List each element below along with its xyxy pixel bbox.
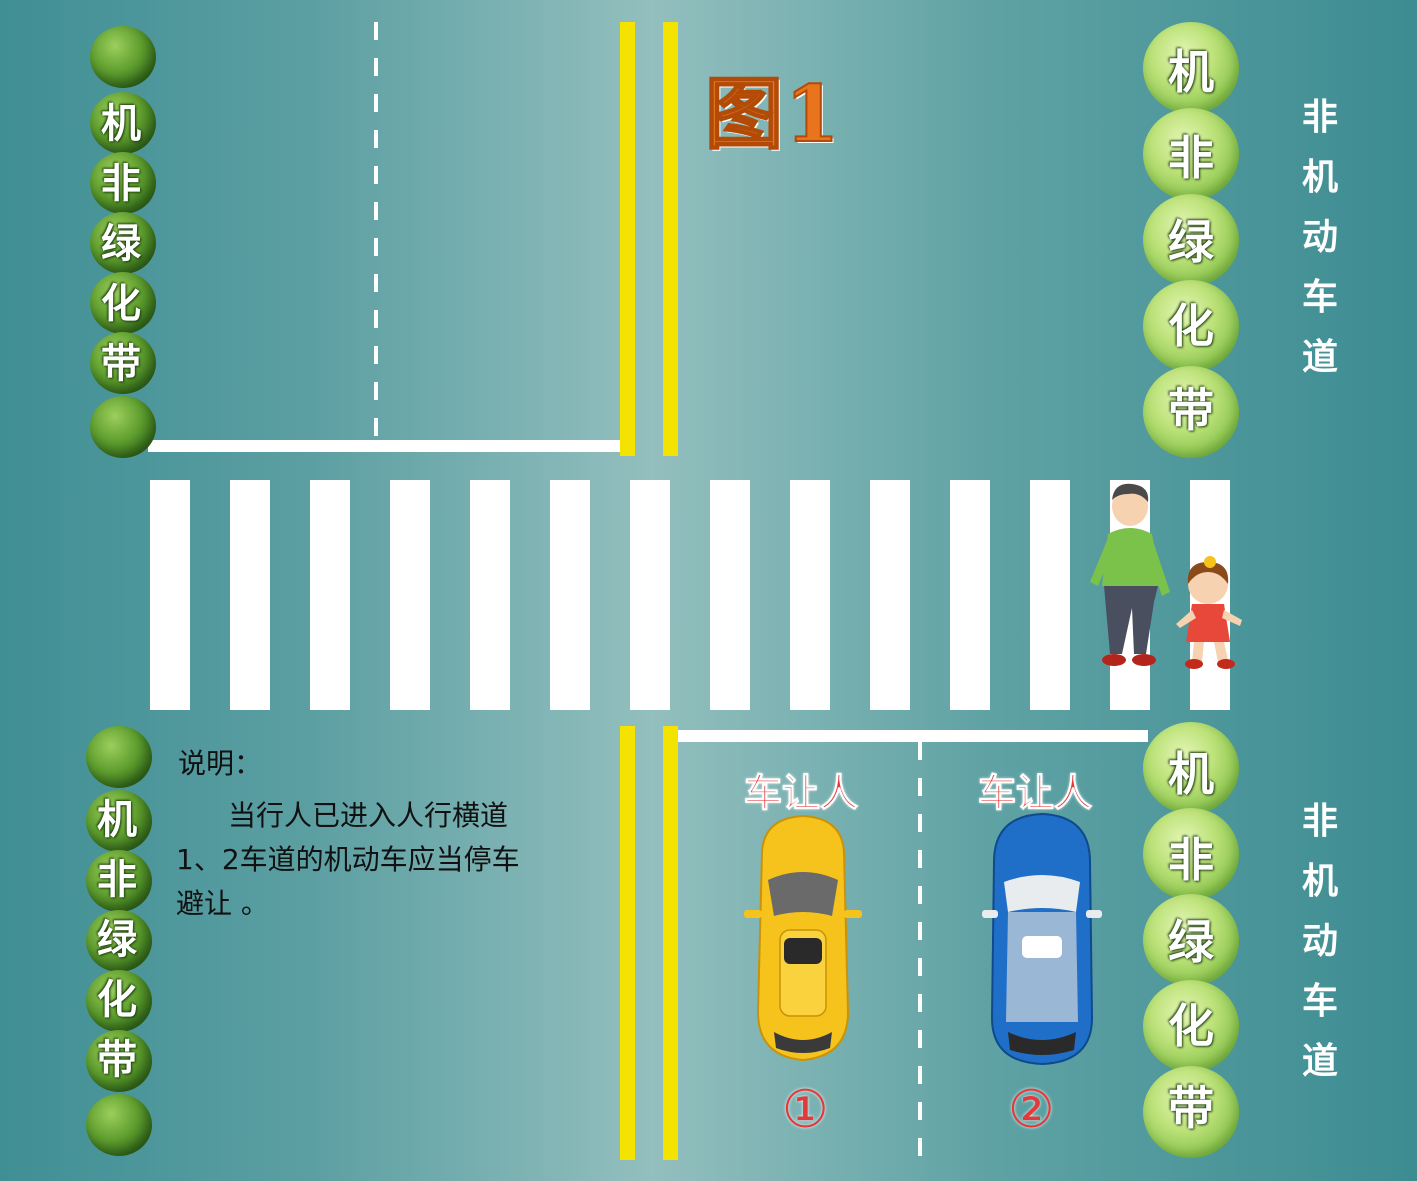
bush-icon <box>90 152 156 214</box>
zebra-stripe <box>710 480 750 710</box>
greenbelt-char: 带 <box>1168 383 1214 437</box>
bush-icon <box>1143 366 1239 458</box>
greenbelt-char: 机 <box>1168 45 1214 99</box>
greenbelt-char: 机 <box>1168 747 1214 801</box>
greenbelt-char: 带 <box>1168 1081 1214 1135</box>
greenbelt-char: 带 <box>101 341 141 387</box>
greenbelt-char: 机 <box>97 797 137 843</box>
pedestrian-adult-icon <box>1090 483 1170 666</box>
bush-icon <box>1143 894 1239 986</box>
zebra-stripe <box>150 480 190 710</box>
bush-icon <box>1143 194 1239 286</box>
bush-icon <box>86 850 152 912</box>
bush-icon <box>1143 22 1239 114</box>
greenbelt-char: 绿 <box>101 221 141 267</box>
note-line: 1、2车道的机动车应当停车 <box>176 843 520 876</box>
bush-icon <box>90 92 156 154</box>
stop-line-top <box>148 440 620 452</box>
greenbelt-char: 化 <box>1168 299 1214 353</box>
lane-number-2: ② <box>1008 1080 1055 1140</box>
zebra-stripe <box>230 480 270 710</box>
zebra-stripe <box>310 480 350 710</box>
zebra-stripe <box>870 480 910 710</box>
zebra-stripe <box>390 480 430 710</box>
bush-icon <box>1143 280 1239 372</box>
lane-divider-top <box>374 22 378 442</box>
bush-icon <box>1143 1066 1239 1158</box>
bush-icon <box>86 790 152 852</box>
bush-icon <box>86 910 152 972</box>
bush-icon <box>86 970 152 1032</box>
note-line: 当行人已进入人行横道 <box>228 799 509 832</box>
bush-icon <box>90 272 156 334</box>
bush-icon <box>1143 108 1239 200</box>
center-line-bottom-right <box>663 726 678 1160</box>
lane-number-1: ① <box>782 1080 829 1140</box>
bush-icon <box>90 332 156 394</box>
bush-icon <box>1143 722 1239 814</box>
greenbelt-char: 机 <box>101 101 141 147</box>
greenbelt-char: 绿 <box>97 917 137 963</box>
greenbelt-char: 带 <box>97 1037 137 1083</box>
bush-icon <box>90 396 156 458</box>
zebra-stripe <box>790 480 830 710</box>
bush-icon <box>1143 980 1239 1072</box>
bush-icon <box>90 26 156 88</box>
zebra-stripe <box>550 480 590 710</box>
stop-line-bottom <box>678 730 1148 742</box>
greenbelt-char: 非 <box>101 161 141 207</box>
bush-icon <box>86 726 152 788</box>
zebra-stripe <box>1030 480 1070 710</box>
bush-icon <box>90 212 156 274</box>
center-line-bottom-left <box>620 726 635 1160</box>
greenbelt-char: 非 <box>1168 131 1214 185</box>
greenbelt-char: 化 <box>101 281 141 327</box>
greenbelt-char: 化 <box>97 977 137 1023</box>
greenbelt-char: 非 <box>97 857 137 903</box>
yield-label-lane-1: 车让人 <box>743 771 859 816</box>
note-heading: 说明： <box>178 747 263 780</box>
greenbelt-char: 绿 <box>1168 915 1214 969</box>
blue-car-icon <box>982 812 1102 1066</box>
yellow-car-icon <box>744 814 862 1062</box>
zebra-stripe <box>630 480 670 710</box>
zebra-stripe <box>470 480 510 710</box>
yield-label-lane-2: 车让人 <box>977 771 1093 816</box>
greenbelt-char: 化 <box>1168 999 1214 1053</box>
figure-title: 图1 <box>704 68 842 161</box>
greenbelt-char: 非 <box>1168 833 1214 887</box>
bush-icon <box>86 1030 152 1092</box>
zebra-stripe <box>950 480 990 710</box>
center-line-top-left <box>620 22 635 456</box>
center-line-top-right <box>663 22 678 456</box>
bush-icon <box>86 1094 152 1156</box>
greenbelt-char: 绿 <box>1168 215 1214 269</box>
lane-divider-bottom <box>918 742 922 1162</box>
note-line: 避让 。 <box>176 887 269 920</box>
bush-icon <box>1143 808 1239 900</box>
pedestrian-child-icon <box>1176 556 1242 669</box>
